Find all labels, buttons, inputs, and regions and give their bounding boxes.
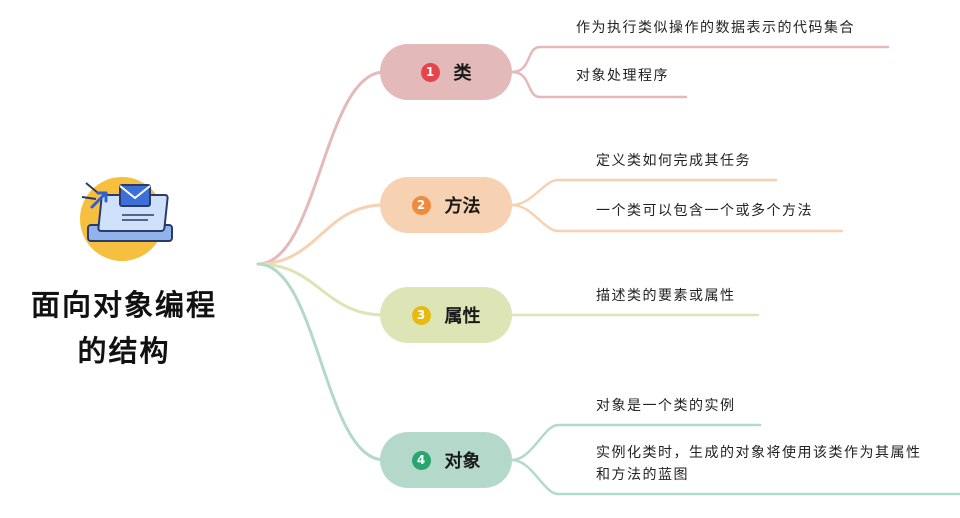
connector-lines <box>256 45 960 496</box>
root-title-line-2: 的结构 <box>77 334 171 368</box>
trunk-connector <box>256 262 386 462</box>
leaf-text: 作为执行类似操作的数据表示的代码集合 <box>576 20 855 36</box>
leaf-connector <box>510 70 688 99</box>
branch-node-class: 1 类 <box>380 44 512 100</box>
leaf-text: 一个类可以包含一个或多个方法 <box>596 203 813 219</box>
leaf-connector <box>510 203 844 233</box>
branch-number-badge: 1 <box>420 62 440 82</box>
root-title: 面向对象编程 的结构 <box>18 282 230 374</box>
trunk-connector <box>256 262 386 317</box>
trunk-connector <box>256 70 386 266</box>
leaf-text: 描述类的要素或属性 <box>596 288 736 304</box>
branch-label: 类 <box>453 63 472 84</box>
leaf-text-line: 实例化类时，生成的对象将使用该类作为其属性 <box>596 445 922 461</box>
leaf-connector <box>510 178 778 207</box>
leaf-text: 对象处理程序 <box>576 68 669 84</box>
laptop-mail-icon <box>80 177 173 261</box>
branch-label: 对象 <box>444 451 481 472</box>
leaf-text: 定义类如何完成其任务 <box>596 153 751 169</box>
branch-number-badge: 2 <box>411 195 431 215</box>
leaf-connector <box>510 45 890 74</box>
branch-node-object: 4 对象 <box>380 432 512 488</box>
branch-number-badge: 3 <box>411 305 431 325</box>
branch-number-badge: 4 <box>411 450 431 470</box>
trunk-connector <box>256 203 386 266</box>
leaf-text: 对象是一个类的实例 <box>596 398 736 414</box>
leaf-connector <box>510 458 960 496</box>
branch-node-attribute: 3 属性 <box>380 287 512 343</box>
leaf-text-line: 和方法的蓝图 <box>596 467 689 483</box>
branch-node-method: 2 方法 <box>380 177 512 233</box>
leaf-text-multiline: 实例化类时，生成的对象将使用该类作为其属性 和方法的蓝图 <box>596 442 922 486</box>
branch-label: 属性 <box>444 306 481 327</box>
leaf-connector <box>510 423 762 462</box>
branch-label: 方法 <box>444 196 481 217</box>
root-title-line-1: 面向对象编程 <box>30 288 217 322</box>
